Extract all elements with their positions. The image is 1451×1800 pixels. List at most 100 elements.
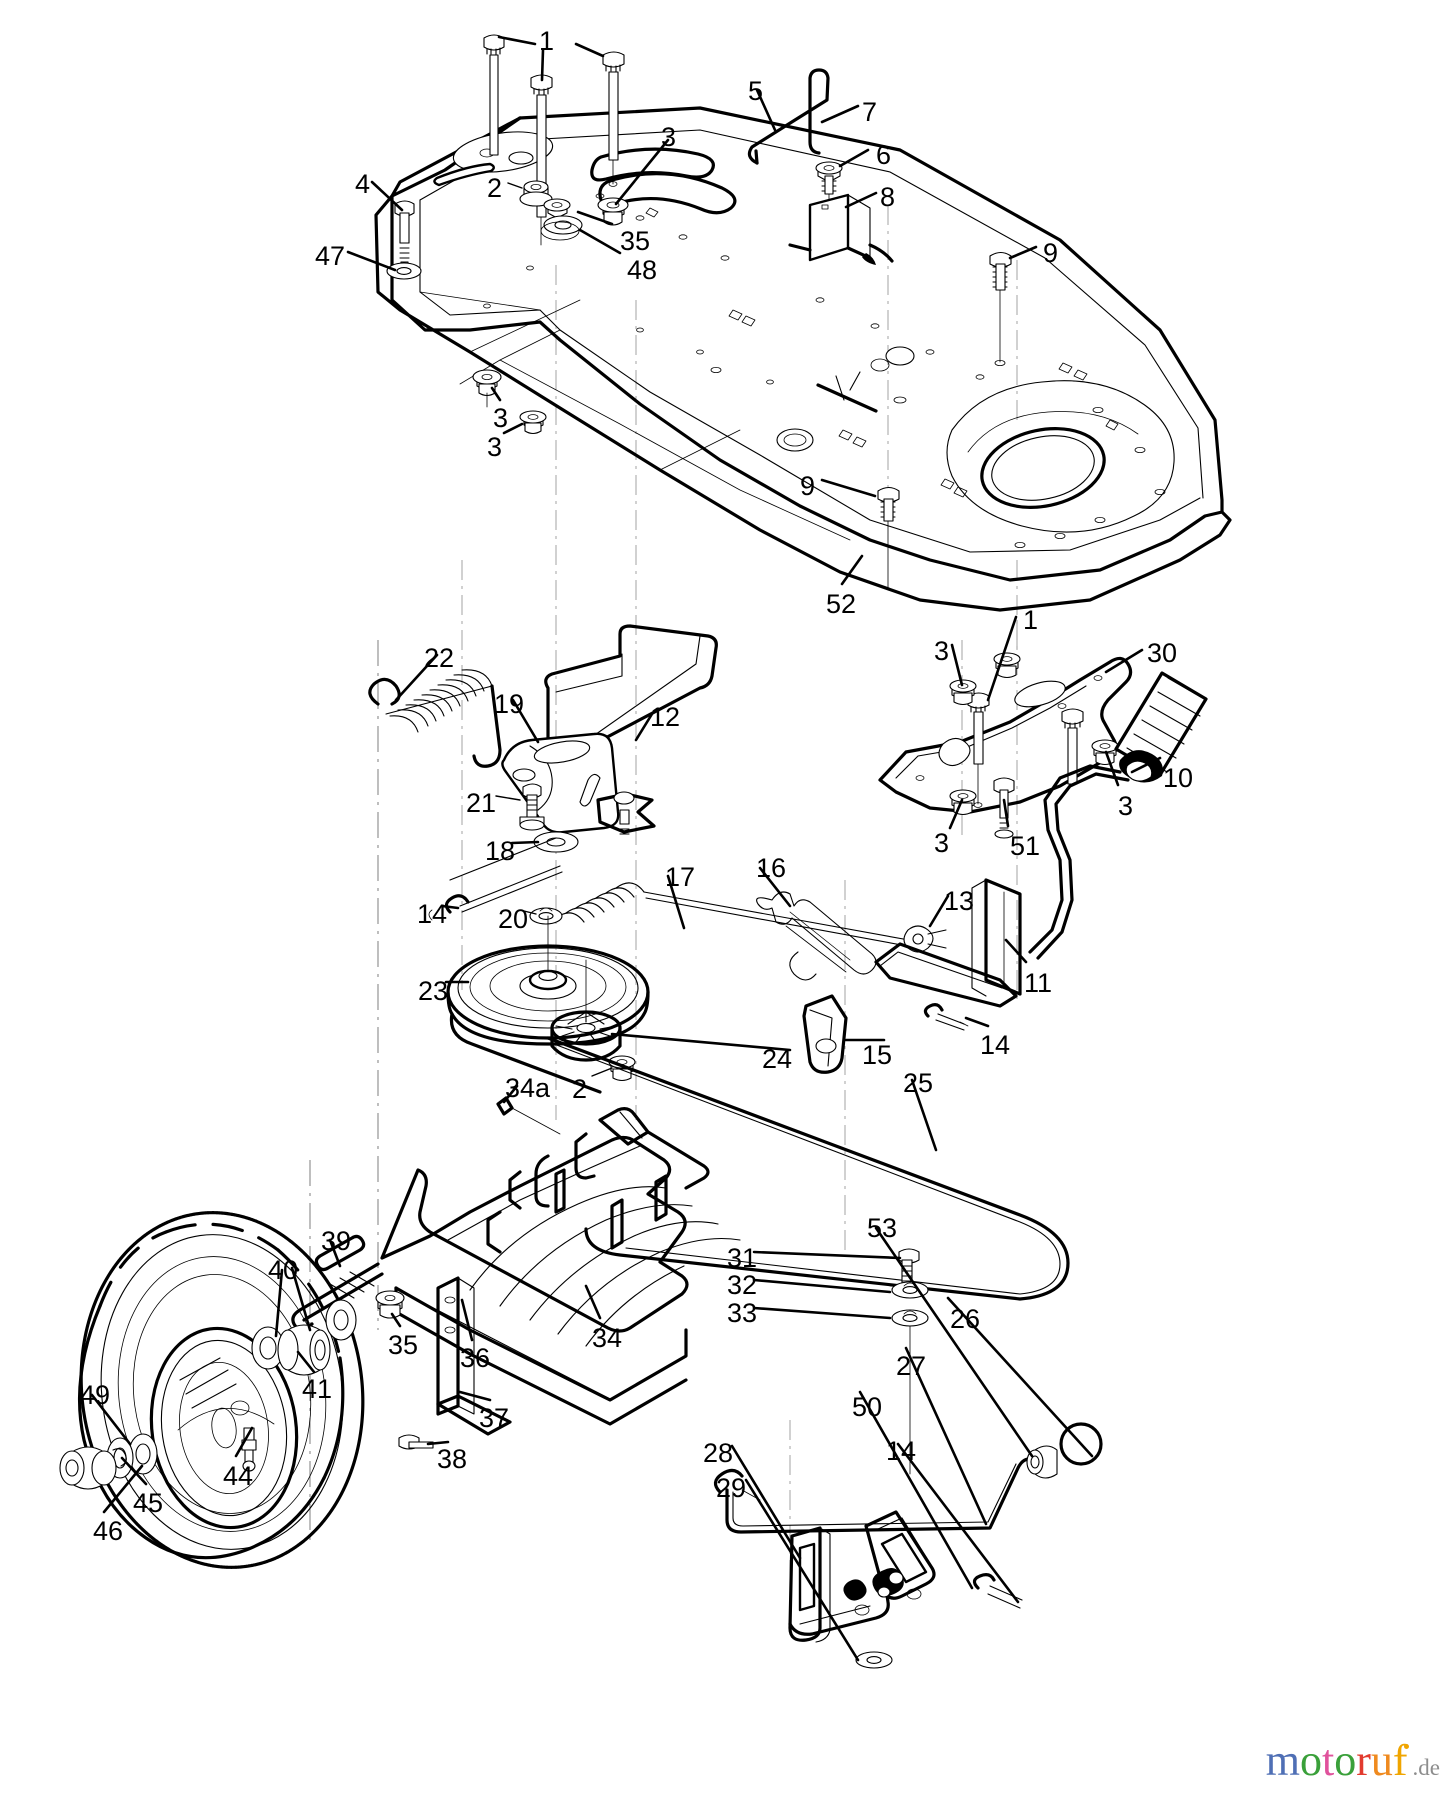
hub-parts xyxy=(59,1433,158,1490)
bolt-1-plate-left xyxy=(967,692,990,808)
callout-14: 14 xyxy=(980,1030,1011,1060)
bolt-1-left xyxy=(483,34,505,156)
callout-1: 1 xyxy=(539,26,555,56)
callout-2: 2 xyxy=(487,173,503,203)
brand-wordmark: motoruf xyxy=(1266,1736,1408,1785)
callout-18: 18 xyxy=(485,836,516,866)
callout-3: 3 xyxy=(493,403,509,433)
nut-35-axle xyxy=(375,1290,405,1319)
nut-35-washer-48 xyxy=(540,198,583,241)
nut-2 xyxy=(519,180,553,207)
callout-11: 11 xyxy=(1024,968,1053,998)
rod-end-13 xyxy=(903,925,947,953)
leader-lines xyxy=(90,35,1162,1662)
callout-53: 53 xyxy=(867,1213,898,1243)
callout-5: 5 xyxy=(748,76,764,106)
bolt-31 xyxy=(898,1248,920,1287)
callout-50: 50 xyxy=(852,1392,883,1422)
rod-5-7 xyxy=(747,68,830,165)
callout-15: 15 xyxy=(862,1040,893,1070)
callout-38: 38 xyxy=(437,1444,468,1474)
callout-41: 41 xyxy=(302,1374,333,1404)
callout-46: 46 xyxy=(93,1516,124,1546)
brand-letter-1: o xyxy=(1299,1736,1322,1785)
callout-3: 3 xyxy=(487,432,503,462)
callout-2: 2 xyxy=(572,1074,588,1104)
brand-tld-suffix: .de xyxy=(1412,1755,1440,1780)
spring-17 xyxy=(449,837,921,949)
pulley-belt-assembly xyxy=(446,915,1070,1301)
callout-49: 49 xyxy=(80,1380,111,1410)
callout-32: 32 xyxy=(727,1270,758,1300)
brand-letter-4: r xyxy=(1356,1736,1371,1785)
brand-letter-3: o xyxy=(1334,1736,1357,1785)
washer-20 xyxy=(529,907,563,925)
bolt-1-plate-right xyxy=(1061,708,1084,785)
pin-14-right xyxy=(923,1003,969,1031)
callout-44: 44 xyxy=(223,1461,254,1491)
callout-39: 39 xyxy=(321,1226,352,1256)
callout-30: 30 xyxy=(1147,638,1178,668)
callout-24: 24 xyxy=(762,1044,793,1074)
callout-31: 31 xyxy=(727,1243,758,1273)
washer-29 xyxy=(855,1651,893,1669)
callout-27: 27 xyxy=(896,1351,927,1381)
callout-23: 23 xyxy=(418,976,449,1006)
callout-26: 26 xyxy=(950,1304,981,1334)
callout-28: 28 xyxy=(703,1438,734,1468)
bracket-8 xyxy=(788,193,894,265)
callout-47: 47 xyxy=(315,241,346,271)
callout-14: 14 xyxy=(417,899,448,929)
bushing-53 xyxy=(1026,1445,1058,1479)
screw-9-lower xyxy=(877,486,900,590)
nut-3-midleft xyxy=(472,369,502,408)
nut-3-lower xyxy=(519,410,547,435)
callout-17: 17 xyxy=(665,862,696,892)
callout-40: 40 xyxy=(268,1255,299,1285)
callout-4: 4 xyxy=(355,169,371,199)
callout-8: 8 xyxy=(880,182,896,212)
nut-3-top xyxy=(597,197,629,226)
callout-37: 37 xyxy=(479,1403,510,1433)
callout-6: 6 xyxy=(876,140,892,170)
callout-12: 12 xyxy=(650,702,681,732)
screw-9-right xyxy=(989,251,1012,366)
motoruf-brand-logo: motoruf.de xyxy=(1140,1735,1440,1793)
brand-dot-accent xyxy=(1403,1744,1409,1749)
callout-35: 35 xyxy=(388,1330,419,1360)
callout-51: 51 xyxy=(1010,831,1041,861)
bracket-plate-30 xyxy=(878,652,1208,960)
callout-1: 1 xyxy=(1023,605,1039,635)
brand-letter-0: m xyxy=(1265,1736,1300,1785)
callout-3: 3 xyxy=(934,828,950,858)
callout-9: 9 xyxy=(1043,238,1059,268)
callout-29: 29 xyxy=(716,1473,747,1503)
callout-3: 3 xyxy=(934,636,950,666)
callout-3: 3 xyxy=(661,122,677,152)
callout-3: 3 xyxy=(1118,791,1134,821)
bolt-38 xyxy=(398,1434,434,1450)
screw-21 xyxy=(519,783,545,831)
callout-9: 9 xyxy=(800,471,816,501)
mower-deck-housing xyxy=(374,106,1232,612)
callout-35: 35 xyxy=(620,226,651,256)
bearings-40-41 xyxy=(251,1299,357,1376)
callout-34: 34 xyxy=(592,1323,623,1353)
nut-3-plate-b xyxy=(949,679,977,706)
nut-3-plate-d xyxy=(949,789,977,816)
transaxle-assembly xyxy=(291,1096,741,1450)
callout-16: 16 xyxy=(756,853,787,883)
callout-48: 48 xyxy=(627,255,658,285)
deck-fasteners xyxy=(386,34,1012,590)
lever-group xyxy=(756,878,1022,1074)
bolt-1-right xyxy=(602,51,625,187)
callout-19: 19 xyxy=(494,689,525,719)
washer-18 xyxy=(533,831,579,853)
nut-6 xyxy=(815,161,843,225)
callout-52: 52 xyxy=(826,589,857,619)
callout-45: 45 xyxy=(133,1488,164,1518)
callout-10: 10 xyxy=(1163,763,1194,793)
callout-13: 13 xyxy=(944,886,975,916)
brand-letter-2: t xyxy=(1321,1736,1335,1785)
callout-25: 25 xyxy=(903,1068,934,1098)
